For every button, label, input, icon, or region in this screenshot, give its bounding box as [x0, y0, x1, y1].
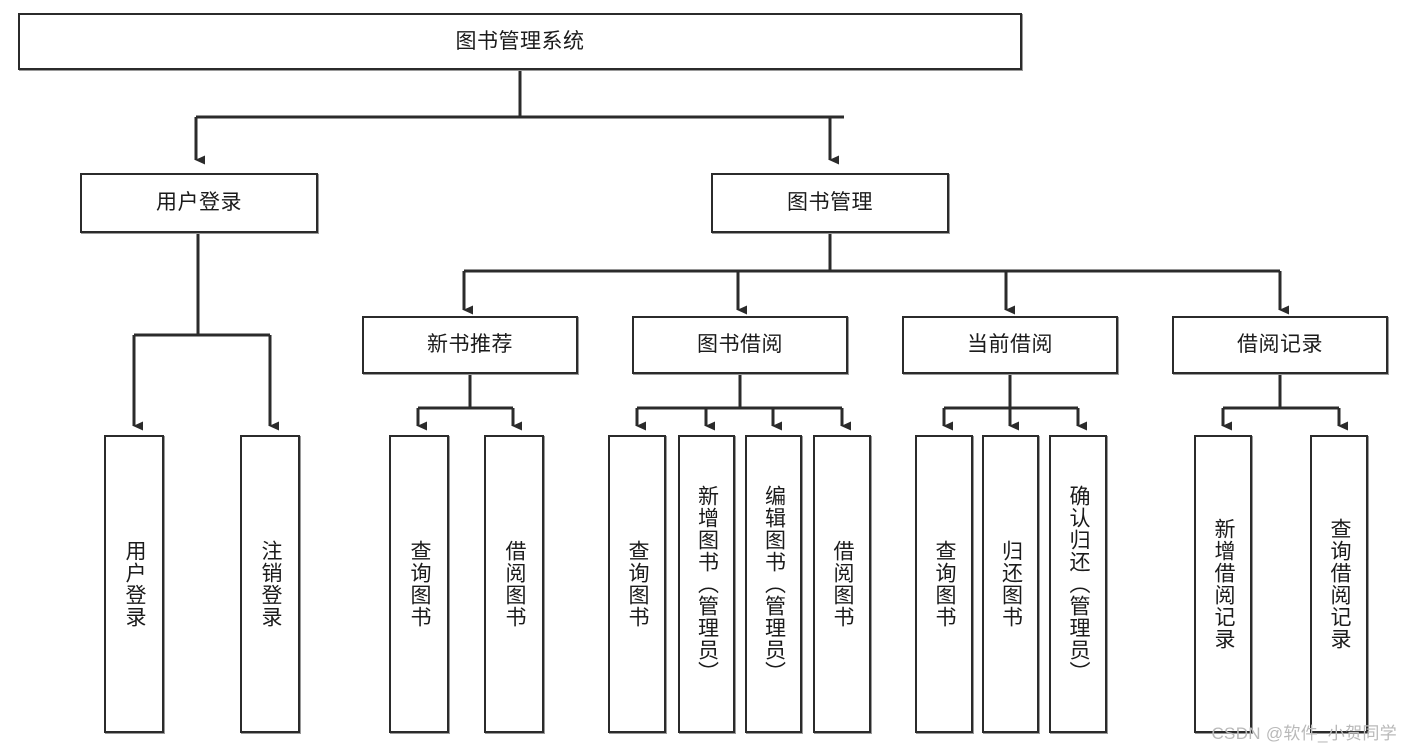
- node-label: 当前借阅: [967, 333, 1053, 357]
- leaf-edit-book-admin[interactable]: 编辑图书（管理员）: [745, 435, 802, 733]
- node-label: 查询图书: [625, 540, 649, 628]
- node-borrow-record[interactable]: 借阅记录: [1172, 316, 1388, 374]
- leaf-user-login[interactable]: 用户登录: [104, 435, 164, 733]
- leaf-query-borrow-record[interactable]: 查询借阅记录: [1310, 435, 1368, 733]
- leaf-borrow-book-recommend[interactable]: 借阅图书: [484, 435, 544, 733]
- node-new-book-recommend[interactable]: 新书推荐: [362, 316, 578, 374]
- node-label: 用户登录: [122, 540, 146, 628]
- node-label: 查询图书: [932, 540, 956, 628]
- leaf-query-book-recommend[interactable]: 查询图书: [389, 435, 449, 733]
- node-book-management[interactable]: 图书管理: [711, 173, 949, 233]
- node-label: 借阅图书: [830, 540, 854, 628]
- leaf-user-logout[interactable]: 注销登录: [240, 435, 300, 733]
- leaf-confirm-return-admin[interactable]: 确认归还（管理员）: [1049, 435, 1107, 733]
- node-label: 图书管理: [787, 191, 873, 215]
- leaf-query-book-borrow[interactable]: 查询图书: [608, 435, 666, 733]
- watermark-text: CSDN @软件_小贺同学: [1211, 724, 1397, 743]
- leaf-query-book-current[interactable]: 查询图书: [915, 435, 973, 733]
- node-label: 图书借阅: [697, 333, 783, 357]
- node-label: 借阅记录: [1237, 333, 1323, 357]
- leaf-borrow-book[interactable]: 借阅图书: [813, 435, 871, 733]
- node-label: 图书管理系统: [455, 29, 585, 53]
- node-label: 查询借阅记录: [1327, 518, 1351, 650]
- node-label: 用户登录: [156, 191, 242, 215]
- node-label: 确认归还（管理员）: [1066, 485, 1090, 683]
- leaf-add-book-admin[interactable]: 新增图书（管理员）: [678, 435, 735, 733]
- node-user-login[interactable]: 用户登录: [80, 173, 318, 233]
- node-label: 注销登录: [258, 540, 282, 628]
- node-book-borrow[interactable]: 图书借阅: [632, 316, 848, 374]
- leaf-add-borrow-record[interactable]: 新增借阅记录: [1194, 435, 1252, 733]
- node-label: 归还图书: [999, 540, 1023, 628]
- node-label: 借阅图书: [502, 540, 526, 628]
- leaf-return-book[interactable]: 归还图书: [982, 435, 1039, 733]
- node-root-book-management-system[interactable]: 图书管理系统: [18, 13, 1022, 70]
- node-label: 新书推荐: [427, 333, 513, 357]
- node-label: 新增借阅记录: [1211, 518, 1235, 650]
- node-current-borrow[interactable]: 当前借阅: [902, 316, 1118, 374]
- node-label: 新增图书（管理员）: [695, 485, 719, 683]
- node-label: 查询图书: [407, 540, 431, 628]
- node-label: 编辑图书（管理员）: [762, 485, 786, 683]
